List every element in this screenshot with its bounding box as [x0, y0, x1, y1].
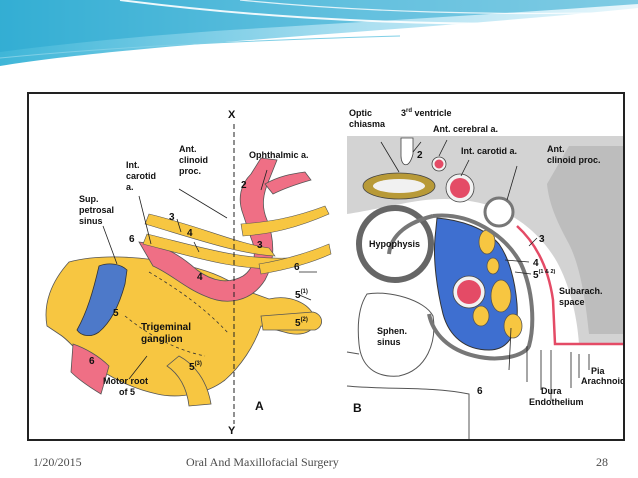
label-sphen-line2: sinus — [377, 337, 401, 347]
label-a-6-left: 6 — [129, 234, 135, 245]
ant-cerebral-artery-inner — [434, 159, 444, 169]
decorative-wave-banner — [0, 0, 638, 66]
label-sup-petrosal-line3: sinus — [79, 216, 103, 226]
label-a-5-1: 5(1) — [295, 289, 308, 301]
label-ant-clinoid-a-line2: clinoid — [179, 155, 208, 165]
anatomy-figure: X Y A Int. carotid a. Ant. clinoid proc.… — [27, 92, 625, 441]
label-b-3: 3 — [539, 234, 545, 245]
label-a-4-right: 4 — [197, 272, 203, 283]
label-third-ventricle: 3rd ventricle — [401, 108, 452, 118]
label-trigeminal-line2: ganglion — [141, 334, 183, 345]
sphenoid-bone-lines — [346, 351, 470, 439]
label-a-3-right: 3 — [257, 240, 263, 251]
label-dura: Dura — [541, 386, 562, 396]
label-motor-root-line2: of 5 — [119, 387, 135, 397]
cavernous-sinus-diagram: X Y A Int. carotid a. Ant. clinoid proc.… — [45, 108, 623, 439]
label-int-carotid-a-line2: carotid — [126, 171, 156, 181]
label-ant-clinoid-a-line3: proc. — [179, 166, 201, 176]
int-carotid-lower-inner — [457, 280, 481, 304]
label-pia: Pia — [591, 366, 606, 376]
label-a-2: 2 — [241, 180, 247, 191]
label-ant-clinoid-b-line2: clinoid proc. — [547, 155, 601, 165]
nerve-oval-4 — [486, 257, 500, 275]
label-optic-chiasma-line1: Optic — [349, 108, 372, 118]
nerve-3-band — [144, 213, 276, 257]
nerve-oval-6 — [472, 305, 490, 327]
v2-branch — [260, 311, 322, 331]
third-ventricle — [400, 137, 414, 166]
label-subarach-line2: space — [559, 297, 585, 307]
footer-title: Oral And Maxillofacial Surgery — [186, 455, 339, 469]
label-a-3-left: 3 — [169, 212, 175, 223]
internal-carotid-artery-shape — [138, 157, 278, 302]
nerve-band-mid-right — [258, 243, 332, 275]
label-axis-x: X — [228, 109, 236, 121]
label-a-5: 5 — [113, 308, 119, 319]
label-ant-clinoid-b-line1: Ant. — [547, 144, 565, 154]
label-axis-y: Y — [228, 425, 236, 437]
optic-chiasma-inner — [373, 179, 425, 193]
leader-lines-a — [102, 169, 317, 380]
mandibular-branch-shape — [166, 355, 212, 407]
nerve-band-upper-right — [240, 205, 330, 237]
dashed-contour — [124, 271, 230, 357]
label-panel-a: A — [255, 399, 264, 413]
nerve-oval-5-2 — [503, 313, 523, 339]
label-a-5-3: 5(3) — [189, 361, 202, 373]
label-int-carotid-a-line3: a. — [126, 182, 134, 192]
superior-petrosal-sinus-shape — [76, 263, 128, 336]
label-sphen-line1: Sphen. — [377, 326, 407, 336]
hypophysis-shape — [356, 205, 434, 283]
panel-b-cavernous-sinus — [346, 136, 623, 439]
sphenoid-sinus-shape — [357, 292, 435, 377]
label-b-2: 2 — [417, 150, 423, 161]
label-ant-clinoid-a-line1: Ant. — [179, 144, 197, 154]
label-ophthalmic-a: Ophthalmic a. — [249, 150, 309, 160]
label-sup-petrosal-line1: Sup. — [79, 194, 99, 204]
label-subarach-line1: Subarach. — [559, 286, 603, 296]
label-int-carotid-a-line1: Int. — [126, 160, 140, 170]
pia-red-line — [516, 225, 623, 346]
label-sup-petrosal-line2: petrosal — [79, 205, 114, 215]
dura-outline — [387, 213, 535, 361]
label-b-5: 5(1 & 2) — [533, 269, 556, 281]
label-int-carotid-b: Int. carotid a. — [461, 146, 517, 156]
label-panel-b: B — [353, 401, 362, 415]
panel-a-trigeminal-region — [45, 124, 332, 424]
ant-clinoid-process-shape — [483, 196, 515, 228]
label-arachnoid: Arachnoid — [581, 376, 623, 386]
lower-red-vessel-shape — [70, 343, 110, 395]
label-b-4: 4 — [533, 258, 539, 269]
label-hypophysis: Hypophysis — [369, 239, 420, 249]
int-carotid-upper-inner — [450, 178, 470, 198]
label-optic-chiasma-line2: chiasma — [349, 119, 386, 129]
label-ant-cerebral-a: Ant. cerebral a. — [433, 124, 498, 134]
label-trigeminal-line1: Trigeminal — [141, 322, 191, 333]
footer-date: 1/20/2015 — [33, 455, 82, 469]
ophthalmic-artery-shape — [264, 171, 312, 195]
label-a-6-right: 6 — [294, 262, 300, 273]
label-a-5-2: 5(2) — [295, 317, 308, 329]
footer-page-number: 28 — [596, 455, 608, 469]
nerve-oval-5-1 — [490, 279, 512, 313]
label-a-6-bottom: 6 — [89, 356, 95, 367]
leader-lines-b — [380, 139, 590, 400]
stippled-cortex-region — [547, 146, 623, 334]
label-a-4-left: 4 — [187, 228, 193, 239]
label-motor-root-line1: Motor root — [103, 376, 148, 386]
label-b-6: 6 — [477, 386, 483, 397]
label-endothelium: Endothelium — [529, 397, 584, 407]
